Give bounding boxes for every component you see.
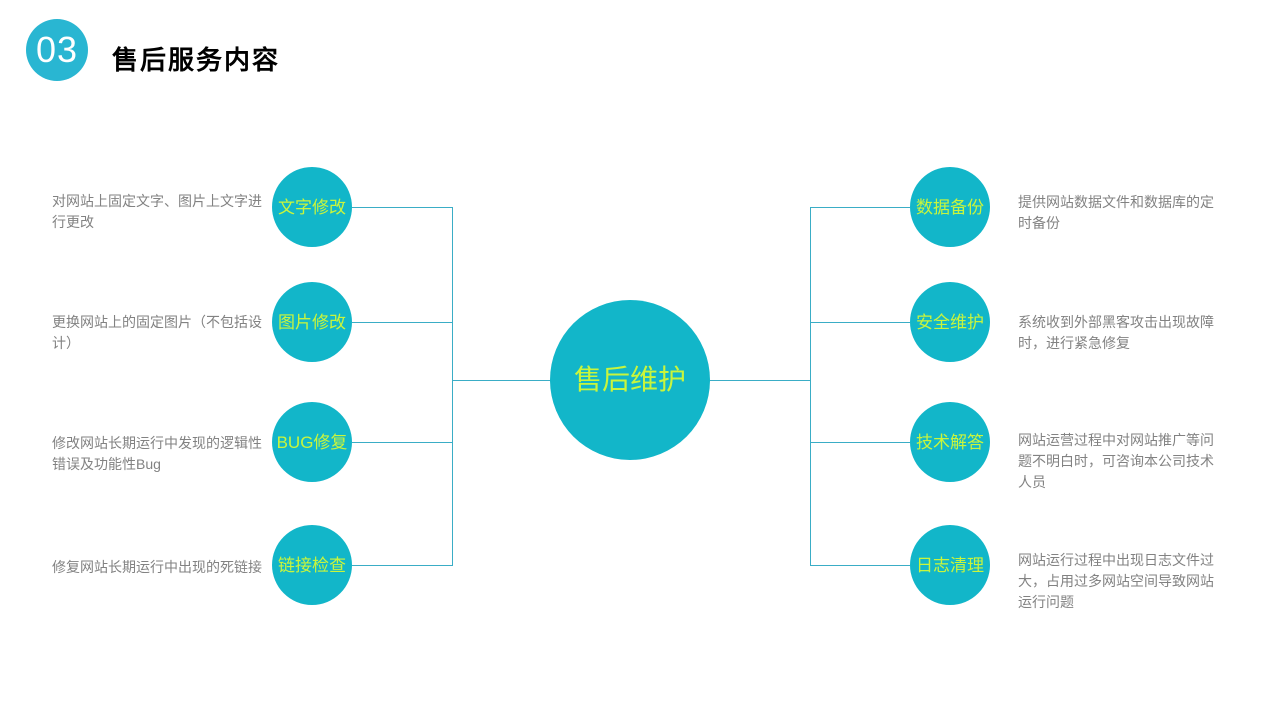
- node-bug-fix: BUG修复: [272, 402, 352, 482]
- node-link-check: 链接检查: [272, 525, 352, 605]
- node-after-sales-maintenance: 售后维护: [550, 300, 710, 460]
- connector-left-1: [352, 207, 452, 208]
- description-technical-support: 网站运营过程中对网站推广等问题不明白时，可咨询本公司技术人员: [1018, 432, 1214, 490]
- node-label: 数据备份: [916, 197, 984, 217]
- node-label: 文字修改: [278, 197, 346, 217]
- node-image-edit: 图片修改: [272, 282, 352, 362]
- description-data-backup: 提供网站数据文件和数据库的定时备份: [1018, 194, 1214, 231]
- center-node-label: 售后维护: [573, 364, 686, 395]
- connector-right-3: [810, 442, 910, 443]
- description-log-cleanup: 网站运行过程中出现日志文件过大，占用过多网站空间导致网站运行问题: [1018, 552, 1214, 610]
- section-number: 03: [35, 29, 79, 70]
- description-bug-fix: 修改网站长期运行中发现的逻辑性错误及功能性Bug: [52, 435, 262, 472]
- description-image-edit: 更换网站上的固定图片（不包括设计）: [52, 314, 262, 351]
- node-technical-support: 技术解答: [910, 402, 990, 482]
- connector-right-vertical: [810, 207, 811, 566]
- node-label: 日志清理: [916, 555, 984, 575]
- page-title: 售后服务内容: [112, 46, 281, 75]
- connector-right-4: [810, 565, 910, 566]
- connector-right-center: [709, 380, 810, 381]
- section-number-badge: 03: [26, 19, 88, 81]
- node-label: 安全维护: [916, 312, 984, 332]
- connector-right-1: [810, 207, 910, 208]
- connector-right-2: [810, 322, 910, 323]
- description-text-edit: 对网站上固定文字、图片上文字进行更改: [52, 193, 262, 230]
- node-label: 链接检查: [278, 555, 346, 575]
- description-security-maintenance: 系统收到外部黑客攻击出现故障时，进行紧急修复: [1018, 314, 1214, 351]
- connector-left-3: [352, 442, 452, 443]
- node-data-backup: 数据备份: [910, 167, 990, 247]
- description-link-check: 修复网站长期运行中出现的死链接: [52, 559, 262, 575]
- node-log-cleanup: 日志清理: [910, 525, 990, 605]
- node-label: BUG修复: [276, 432, 348, 452]
- node-label: 图片修改: [278, 312, 346, 332]
- connector-left-4: [352, 565, 452, 566]
- connector-left-2: [352, 322, 452, 323]
- node-security-maintenance: 安全维护: [910, 282, 990, 362]
- node-label: 技术解答: [916, 432, 984, 452]
- connector-left-center: [452, 380, 551, 381]
- node-text-edit: 文字修改: [272, 167, 352, 247]
- connector-left-vertical: [452, 207, 453, 566]
